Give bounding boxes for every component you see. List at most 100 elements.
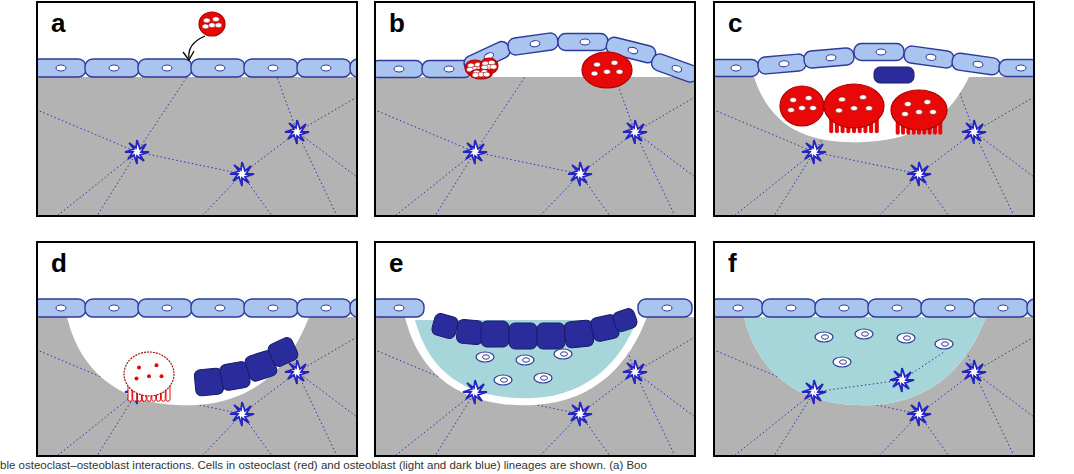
nucleus	[930, 110, 937, 115]
lining-cell	[714, 299, 763, 317]
canaliculus	[774, 392, 814, 456]
nucleus	[483, 355, 490, 359]
nucleus	[866, 106, 873, 111]
nucleus	[916, 110, 923, 115]
canaliculus	[57, 152, 137, 216]
canaliculus	[879, 414, 919, 456]
canaliculus	[974, 97, 1034, 132]
embedded-osteocyte	[833, 357, 851, 367]
cell-body	[375, 61, 423, 78]
canaliculus	[974, 337, 1034, 372]
osteoclast	[824, 84, 884, 133]
bone	[375, 77, 695, 216]
canaliculus	[297, 97, 357, 132]
nucleus	[799, 106, 806, 111]
panel-letter: d	[51, 250, 67, 276]
panel-letter: f	[728, 250, 737, 276]
canaliculus	[57, 392, 137, 456]
bone	[714, 77, 1034, 216]
cell-body	[297, 59, 351, 77]
canaliculus	[635, 132, 695, 177]
panel-ground	[714, 2, 1034, 216]
nucleus	[860, 95, 867, 100]
canaliculus	[974, 132, 1014, 216]
cell-body	[470, 69, 492, 79]
panel	[370, 242, 695, 456]
nucleus	[788, 108, 795, 113]
nucleus	[839, 305, 849, 311]
cell-body	[138, 299, 192, 317]
cell-body	[191, 59, 245, 77]
osteoblast	[481, 321, 509, 347]
nucleus	[945, 305, 955, 311]
nucleus	[56, 305, 66, 311]
cell-body	[891, 90, 947, 130]
canaliculus	[734, 392, 814, 456]
nucleus	[215, 23, 222, 28]
panel-ground	[37, 242, 357, 456]
nucleus	[822, 335, 829, 339]
lining-cell	[191, 299, 245, 317]
lining-cell	[191, 59, 245, 77]
nucleus	[594, 62, 601, 67]
cell-body	[138, 59, 192, 77]
canaliculus	[375, 110, 475, 152]
cell-body	[1027, 299, 1034, 317]
nucleus	[268, 65, 278, 71]
osteoclast	[891, 90, 947, 135]
lining-cell	[650, 52, 695, 84]
panel-border	[714, 2, 1034, 216]
osteoblast	[611, 307, 639, 333]
lining-cell	[921, 299, 975, 317]
cell-body	[854, 44, 904, 61]
osteoclast	[780, 86, 824, 126]
nucleus	[805, 96, 812, 101]
nucleus	[109, 305, 119, 311]
canaliculus	[879, 174, 919, 216]
nucleus	[826, 54, 836, 61]
nucleus	[904, 336, 911, 340]
lining-cell	[85, 59, 139, 77]
panel-ground	[375, 242, 695, 456]
nucleus	[394, 305, 404, 311]
lining-cell	[815, 299, 869, 317]
osteocyte	[962, 360, 986, 384]
cell-body	[375, 299, 424, 317]
lining-cell	[868, 299, 922, 317]
osteocyte	[568, 402, 592, 426]
lining-cell	[297, 299, 351, 317]
resorption-cavity	[67, 317, 309, 405]
nucleus	[840, 360, 847, 364]
canaliculus	[540, 414, 580, 456]
cell-body	[507, 32, 559, 56]
figure-caption: ble osteoclast–osteoblast interactions. …	[0, 459, 647, 473]
lining-cell	[854, 44, 904, 61]
nucleus	[203, 18, 210, 23]
osteoblast	[537, 323, 565, 349]
osteoblast	[509, 323, 537, 349]
osteoblast	[194, 368, 224, 396]
canaliculus	[774, 152, 814, 216]
cell-body	[297, 299, 351, 317]
osteocyte	[568, 162, 592, 186]
nucleus	[836, 108, 843, 113]
cell-body	[762, 299, 816, 317]
bone	[714, 317, 1034, 456]
cell-body	[803, 47, 854, 68]
nucleus	[892, 305, 902, 311]
canaliculus	[475, 77, 525, 152]
nucleus	[1016, 65, 1026, 71]
canaliculus	[635, 132, 675, 216]
nucleus	[209, 23, 216, 28]
osteocyte	[907, 402, 931, 426]
osteocyte	[230, 402, 254, 426]
panel	[371, 2, 700, 216]
lining-cell	[974, 299, 1028, 317]
nucleus	[155, 363, 159, 367]
canaliculus	[97, 152, 137, 216]
osteoblast	[564, 320, 594, 348]
nucleus	[851, 106, 858, 111]
canaliculus	[297, 372, 337, 456]
nucleus	[202, 24, 209, 29]
lining-cell	[37, 59, 86, 77]
